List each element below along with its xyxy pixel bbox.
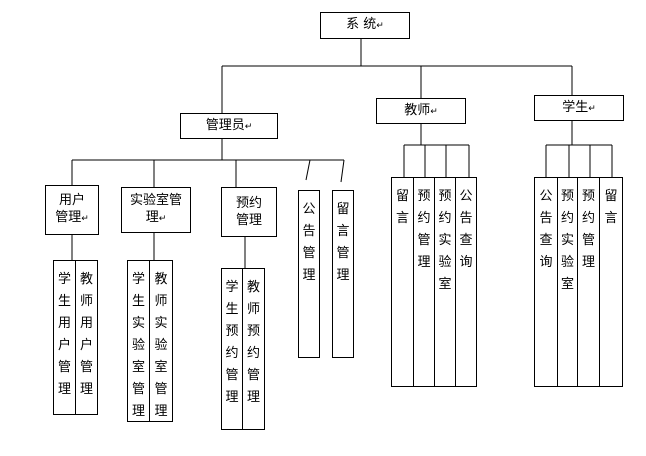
- student-book-lab-label: 预约实验室: [560, 189, 574, 292]
- admin-label: 管理员: [205, 117, 245, 133]
- root-node: 系 统↵: [320, 12, 410, 39]
- teacher-booking-label: 预约管理: [417, 189, 431, 270]
- student-booking-node: 预约管理: [577, 177, 600, 387]
- student-label: 学生: [562, 99, 589, 115]
- paragraph-mark: ↵: [81, 214, 89, 224]
- user-management-label: 用户管理: [55, 193, 85, 225]
- student-user-management-node: 学生用户管理: [53, 260, 76, 415]
- paragraph-mark: ↵: [158, 214, 167, 224]
- teacher-notice-query-label: 公告查询: [459, 189, 473, 270]
- student-message-node: 留言: [599, 177, 623, 387]
- connector-line: [340, 159, 345, 183]
- paragraph-mark: ↵: [588, 103, 596, 114]
- student-booking-management-label: 学生预约管理: [225, 280, 239, 405]
- teacher-lab-management-node: 教师实验室管理: [149, 260, 173, 422]
- message-management-label: 留言管理: [336, 202, 350, 283]
- message-management-node: 留言管理: [332, 190, 354, 358]
- teacher-book-lab-node: 预约实验室: [434, 177, 456, 387]
- student-booking-label: 预约管理: [581, 189, 595, 270]
- paragraph-mark: ↵: [244, 121, 253, 132]
- teacher-message-label: 留言: [395, 189, 409, 226]
- teacher-label: 教师: [404, 102, 431, 118]
- student-user-management-label: 学生用户管理: [57, 272, 71, 397]
- teacher-user-management-label: 教师用户管理: [79, 272, 93, 397]
- teacher-node: 教师↵: [376, 98, 466, 124]
- root-label: 系 统: [346, 17, 377, 32]
- teacher-booking-management-label: 教师预约管理: [246, 280, 260, 405]
- teacher-notice-query-node: 公告查询: [455, 177, 477, 387]
- student-message-label: 留言: [604, 189, 618, 226]
- student-book-lab-node: 预约实验室: [557, 177, 578, 387]
- paragraph-mark: ↵: [376, 21, 384, 31]
- teacher-booking-management-node: 教师预约管理: [242, 268, 265, 430]
- lab-management-label: 实验室管理: [129, 193, 182, 225]
- paragraph-mark: ↵: [430, 106, 438, 117]
- student-lab-management-label: 学生实验室管理: [131, 272, 145, 419]
- teacher-booking-node: 预约管理: [413, 177, 435, 387]
- teacher-lab-management-label: 教师实验室管理: [154, 272, 168, 419]
- admin-node: 管理员↵: [180, 113, 278, 139]
- student-notice-query-label: 公告查询: [539, 189, 553, 270]
- booking-management-label: 预约管理: [235, 196, 262, 228]
- student-node: 学生↵: [534, 95, 624, 121]
- student-lab-management-node: 学生实验室管理: [127, 260, 150, 422]
- student-booking-management-node: 学生预约管理: [221, 268, 243, 430]
- student-notice-query-node: 公告查询: [534, 177, 558, 387]
- lab-management-node: 实验室管理↵: [121, 187, 191, 233]
- teacher-book-lab-label: 预约实验室: [438, 189, 452, 292]
- teacher-user-management-node: 教师用户管理: [75, 260, 98, 415]
- notice-management-node: 公告管理: [298, 190, 320, 358]
- notice-management-label: 公告管理: [302, 202, 316, 283]
- teacher-message-node: 留言: [391, 177, 414, 387]
- connector-line: [305, 159, 311, 181]
- booking-management-node: 预约管理: [221, 187, 277, 237]
- user-management-node: 用户管理↵: [45, 185, 99, 235]
